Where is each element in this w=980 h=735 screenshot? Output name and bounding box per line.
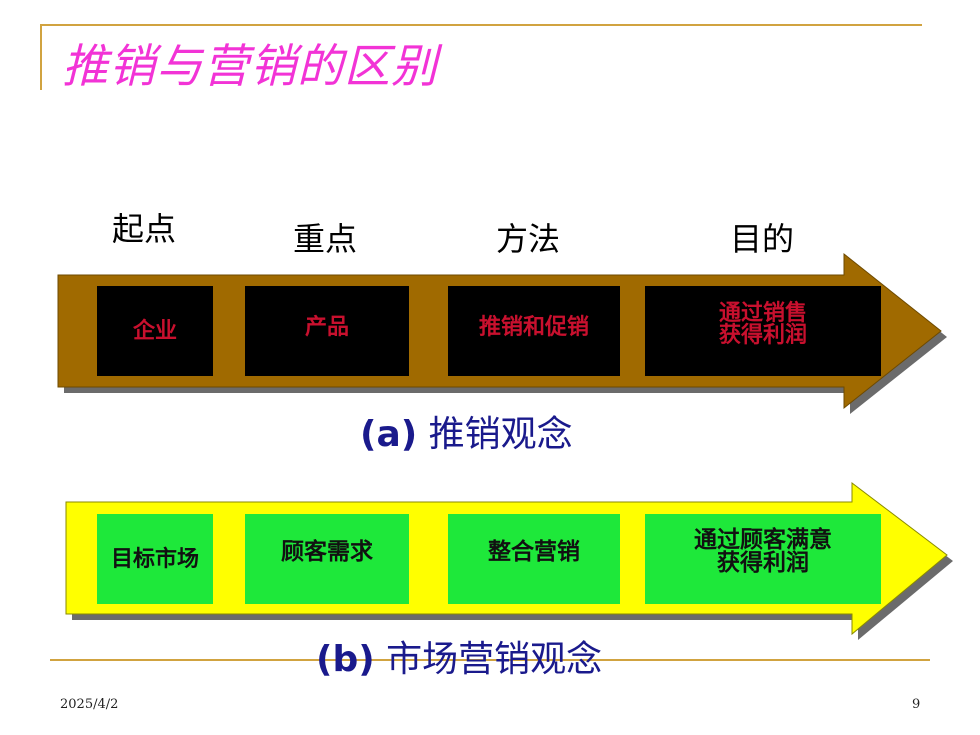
marketing-box-target-market: 目标市场 — [97, 514, 213, 604]
marketing-box-profit: 通过顾客满意 获得利润 — [645, 514, 881, 604]
footer-date: 2025/4/2 — [60, 697, 119, 712]
selling-box-product: 产品 — [245, 286, 409, 376]
page-number: 9 — [912, 697, 921, 712]
marketing-box-customer-needs: 顾客需求 — [245, 514, 409, 604]
selling-box-profit: 通过销售 获得利润 — [645, 286, 881, 376]
heading-method: 方法 — [496, 220, 561, 258]
left-rule — [40, 24, 42, 90]
marketing-caption-text: 市场营销观念 — [374, 639, 603, 680]
heading-focus: 重点 — [293, 220, 358, 258]
slide-title: 推销与营销的区别 — [62, 39, 438, 93]
selling-caption-tag: (a) — [360, 414, 418, 455]
marketing-box-integrated-marketing: 整合营销 — [448, 514, 620, 604]
selling-caption-text: 推销观念 — [417, 414, 573, 455]
marketing-caption-tag: (b) — [316, 639, 375, 680]
selling-caption: (a) 推销观念 — [360, 405, 573, 457]
marketing-caption: (b) 市场营销观念 — [316, 630, 602, 682]
heading-goal: 目的 — [730, 220, 795, 258]
selling-box-promotion: 推销和促销 — [448, 286, 620, 376]
selling-box-company: 企业 — [97, 286, 213, 376]
heading-start-point: 起点 — [112, 210, 177, 248]
top-rule — [40, 24, 922, 26]
bottom-rule — [50, 659, 930, 661]
